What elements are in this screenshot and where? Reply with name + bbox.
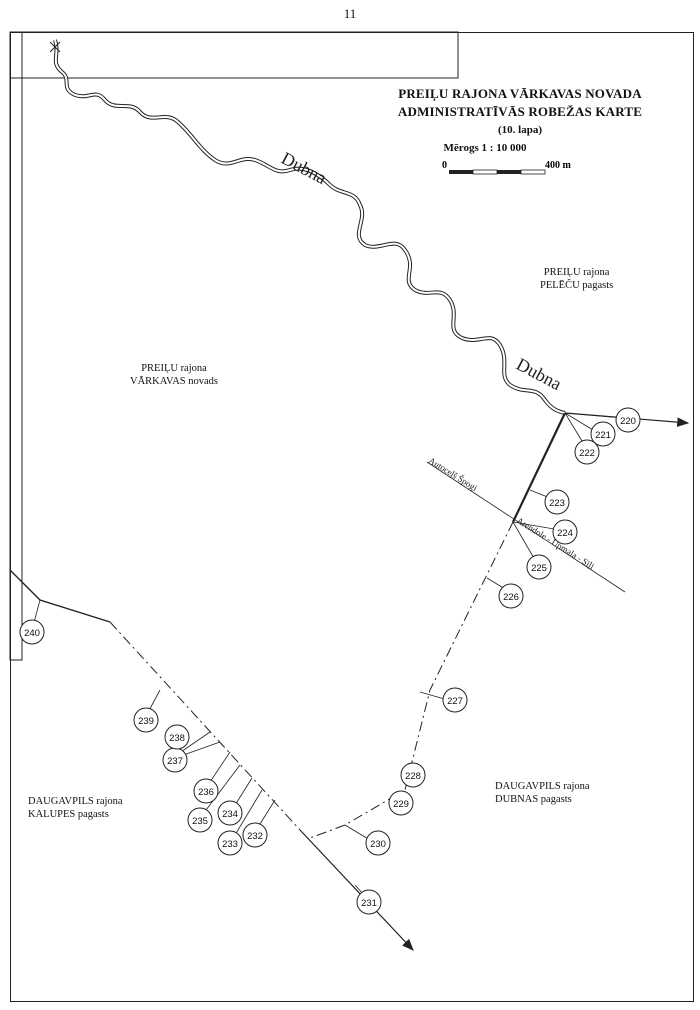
point-240-marker — [19, 619, 45, 645]
map-sheet-number: (10. lapa) — [498, 124, 542, 136]
point-226-label: 226 — [503, 592, 519, 603]
point-225-label: 225 — [531, 563, 547, 574]
leaders — [31, 412, 625, 897]
point-233-label: 233 — [222, 839, 238, 850]
point-224-marker — [552, 519, 578, 545]
point-231-label: 231 — [361, 898, 377, 909]
boundary-southwest — [109, 621, 301, 831]
point-229-marker — [388, 790, 414, 816]
page-number: 11 — [343, 6, 357, 21]
point-239-marker — [133, 707, 159, 733]
point-221-label: 221 — [595, 430, 611, 441]
point-237-label: 237 — [167, 756, 183, 767]
point-227-marker — [442, 687, 468, 713]
point-239-label: 239 — [138, 716, 154, 727]
point-236-label: 236 — [198, 787, 214, 798]
boundary-north-segment — [512, 412, 566, 523]
point-228-marker — [400, 762, 426, 788]
boundary-west-solid — [9, 569, 111, 623]
point-221-marker — [590, 421, 616, 447]
scale-bar: 0 400 m — [442, 160, 572, 175]
road-label-1: Autoceļš Špogi — [426, 455, 479, 494]
point-226-marker — [498, 583, 524, 609]
point-232-label: 232 — [247, 831, 263, 842]
point-238-marker — [164, 724, 190, 750]
point-235-marker — [187, 807, 213, 833]
point-238-label: 238 — [169, 733, 185, 744]
scale-end: 400 m — [545, 160, 572, 171]
area-label-pelecu: PREIĻU rajona PELĒČU pagasts — [540, 267, 614, 291]
point-markers: 220 221 222 223 224 225 226 227 228 229 … — [19, 407, 641, 915]
scale-start: 0 — [442, 160, 447, 171]
point-222-label: 222 — [579, 448, 595, 459]
area-label-dubnas: DAUGAVPILS rajona DUBNAS pagasts — [495, 781, 590, 805]
inset-box — [9, 31, 459, 79]
point-223-label: 223 — [549, 498, 565, 509]
point-225-marker — [526, 554, 552, 580]
point-227-label: 227 — [447, 696, 463, 707]
point-220-marker — [615, 407, 641, 433]
map-title-line2: ADMINISTRATĪVĀS ROBEŽAS KARTE — [397, 104, 643, 119]
area-label-kalupes: DAUGAVPILS rajona KALUPES pagasts — [28, 796, 123, 820]
scale-label: Mērogs 1 : 10 000 — [443, 142, 527, 154]
left-strip — [9, 31, 23, 661]
point-230-marker — [365, 830, 391, 856]
point-223-marker — [544, 489, 570, 515]
road-label-2: Arendole - Upmala - Sīļi — [514, 515, 596, 572]
point-224-label: 224 — [557, 528, 573, 539]
river-label-1: Dubna — [278, 148, 330, 188]
point-232-marker — [242, 822, 268, 848]
point-234-label: 234 — [222, 809, 238, 820]
boundary-southeast — [309, 521, 514, 839]
point-228-label: 228 — [405, 771, 421, 782]
point-220-label: 220 — [620, 416, 636, 427]
point-233-marker — [217, 830, 243, 856]
point-236-marker — [193, 778, 219, 804]
point-231-marker — [356, 889, 382, 915]
map-title-line1: PREIĻU RAJONA VĀRKAVAS NOVADA — [398, 86, 642, 101]
point-240-label: 240 — [24, 628, 40, 639]
point-234-marker — [217, 800, 243, 826]
point-235-label: 235 — [192, 816, 208, 827]
point-222-marker — [574, 439, 600, 465]
point-229-label: 229 — [393, 799, 409, 810]
road-line — [426, 461, 626, 593]
point-230-label: 230 — [370, 839, 386, 850]
area-label-varkavas: PREIĻU rajona VĀRKAVAS novads — [130, 363, 219, 387]
boundary-south-arrow — [299, 829, 414, 951]
